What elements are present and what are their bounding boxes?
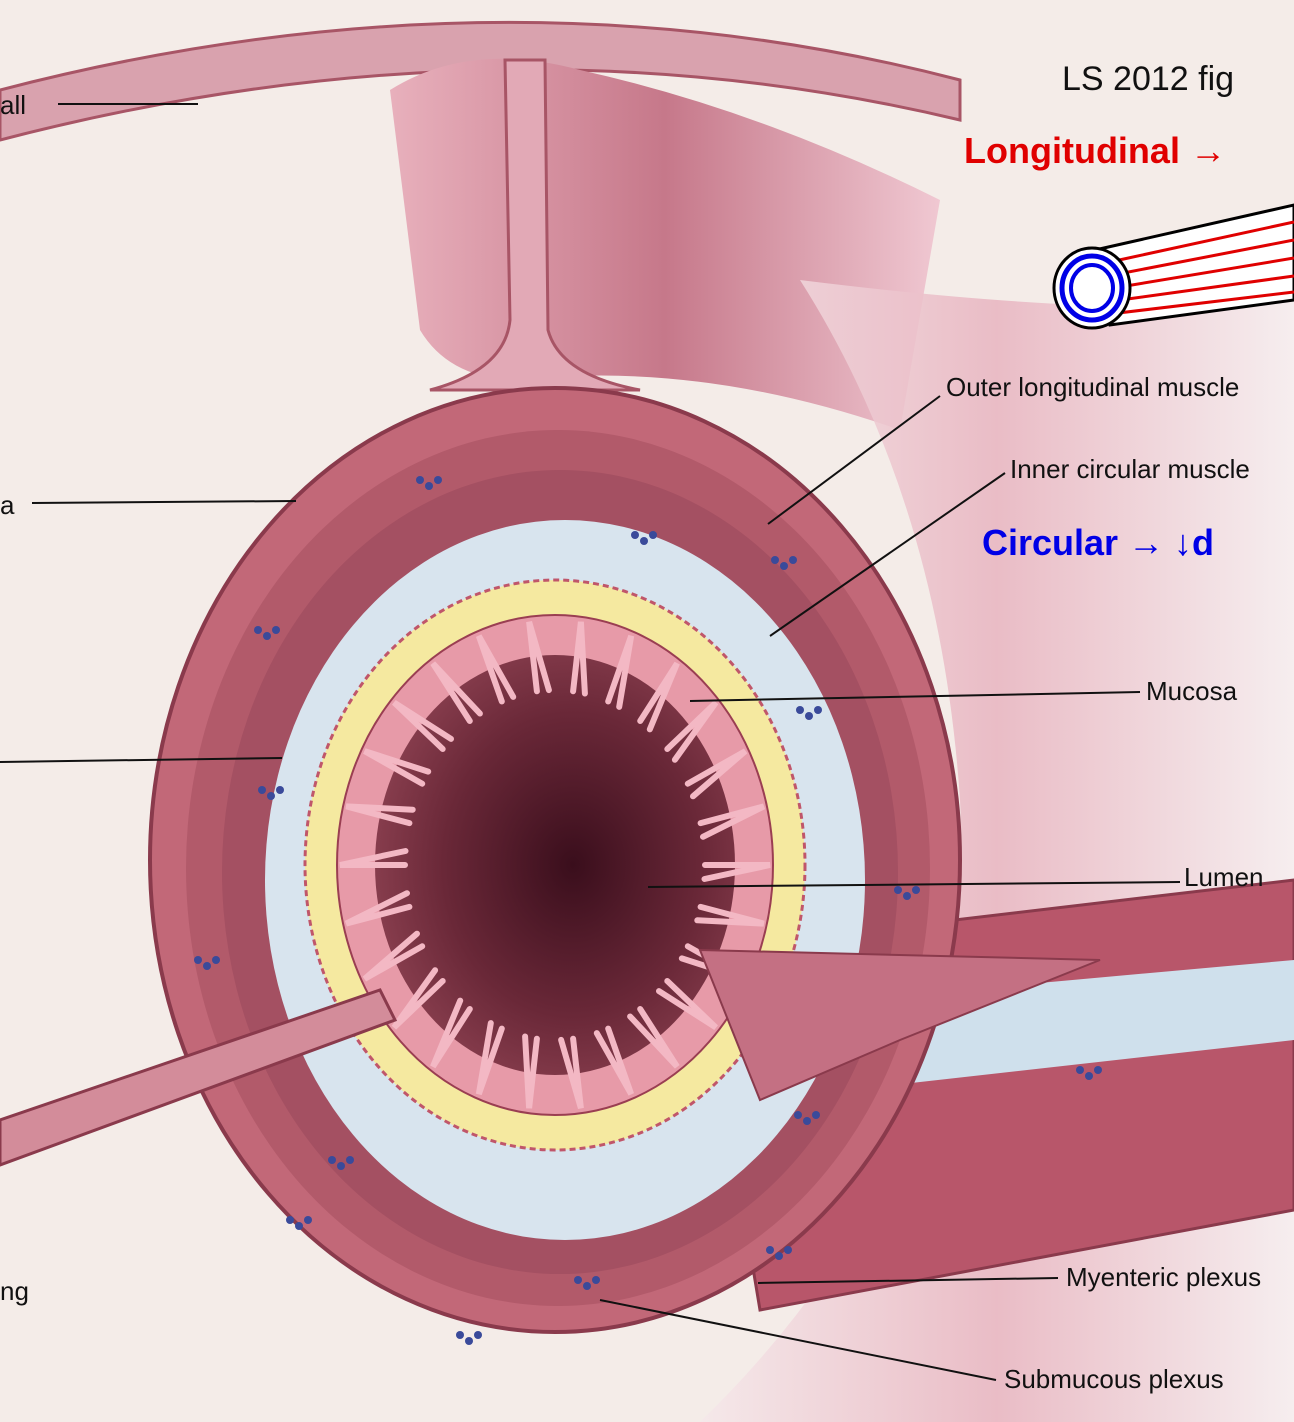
plexus-dot — [474, 1331, 482, 1339]
inner-circular-muscle-label: Inner circular muscle — [1010, 454, 1250, 485]
plexus-dot — [640, 537, 648, 545]
plexus-dot — [796, 706, 804, 714]
lumen-area — [375, 655, 735, 1075]
plexus-dot — [258, 786, 266, 794]
plexus-dot — [263, 632, 271, 640]
plexus-dot — [304, 1216, 312, 1224]
plexus-dot — [1094, 1066, 1102, 1074]
plexus-dot — [894, 886, 902, 894]
plexus-dot — [272, 626, 280, 634]
plexus-dot — [780, 562, 788, 570]
lining-label: ng — [0, 1276, 29, 1307]
plexus-dot — [465, 1337, 473, 1345]
mucosa-label: Mucosa — [1146, 676, 1237, 707]
serosa-label: a — [0, 490, 14, 521]
plexus-dot — [328, 1156, 336, 1164]
plexus-dot — [803, 1117, 811, 1125]
submucous-plexus-label: Submucous plexus — [1004, 1364, 1224, 1395]
plexus-dot — [649, 531, 657, 539]
plexus-dot — [903, 892, 911, 900]
plexus-dot — [631, 531, 639, 539]
plexus-dot — [203, 962, 211, 970]
plexus-dot — [814, 706, 822, 714]
lumen-label: Lumen — [1184, 862, 1264, 893]
plexus-dot — [434, 476, 442, 484]
plexus-dot — [1076, 1066, 1084, 1074]
plexus-dot — [912, 886, 920, 894]
circular-annotation: Circular → ↓d — [982, 522, 1214, 564]
plexus-dot — [1085, 1072, 1093, 1080]
plexus-dot — [805, 712, 813, 720]
plexus-dot — [583, 1282, 591, 1290]
plexus-dot — [337, 1162, 345, 1170]
plexus-dot — [574, 1276, 582, 1284]
plexus-dot — [766, 1246, 774, 1254]
page-title: LS 2012 fig — [1062, 60, 1234, 99]
plexus-dot — [276, 786, 284, 794]
plexus-dot — [295, 1222, 303, 1230]
plexus-dot — [254, 626, 262, 634]
plexus-dot — [775, 1252, 783, 1260]
myenteric-plexus-label: Myenteric plexus — [1066, 1262, 1261, 1293]
wall-label: all — [0, 90, 26, 121]
plexus-dot — [267, 792, 275, 800]
plexus-dot — [784, 1246, 792, 1254]
plexus-dot — [286, 1216, 294, 1224]
plexus-dot — [346, 1156, 354, 1164]
plexus-dot — [789, 556, 797, 564]
plexus-dot — [771, 556, 779, 564]
plexus-dot — [592, 1276, 600, 1284]
outer-longitudinal-muscle-label: Outer longitudinal muscle — [946, 372, 1239, 403]
plexus-dot — [812, 1111, 820, 1119]
plexus-dot — [212, 956, 220, 964]
longitudinal-annotation: Longitudinal → — [964, 130, 1226, 172]
plexus-dot — [416, 476, 424, 484]
plexus-dot — [456, 1331, 464, 1339]
plexus-dot — [194, 956, 202, 964]
plexus-dot — [425, 482, 433, 490]
plexus-dot — [794, 1111, 802, 1119]
